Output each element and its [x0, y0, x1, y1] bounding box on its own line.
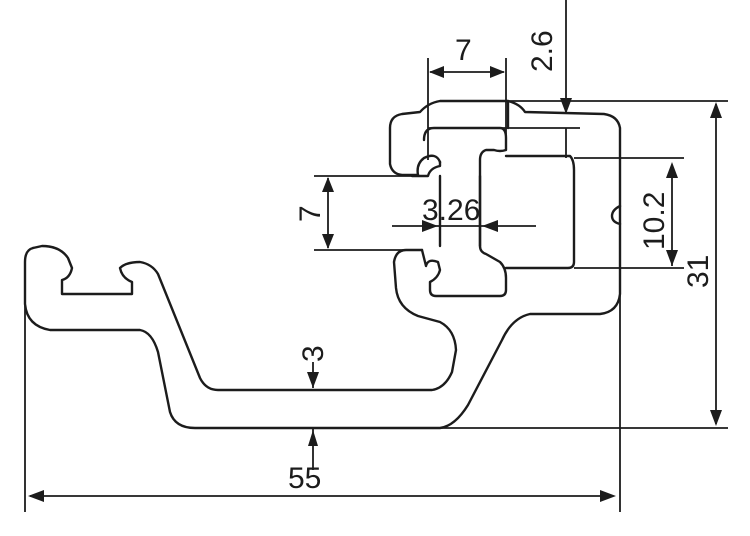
dim-slot-neck-width: 3.26 [392, 194, 536, 232]
tslot-right-wall [504, 154, 576, 270]
dim-slot-width-top: 7 [427, 34, 507, 160]
dim-overall-height: 31 [440, 100, 728, 429]
tslot-left-flange [410, 160, 442, 178]
dim-slot-depth: 10.2 [574, 157, 684, 269]
dim-slot-opening-height: 7 [294, 175, 420, 251]
dim-lip-thickness: 2.6 [428, 0, 580, 158]
dim-wall-thickness: 3 [297, 345, 330, 388]
tslot-inner-stem [438, 174, 482, 248]
left-hook-channel [31, 244, 458, 392]
dim-label-2-6: 2.6 [526, 30, 559, 72]
dim-label-10-2: 10.2 [638, 192, 671, 250]
dim-label-3-26: 3.26 [422, 194, 480, 227]
profile-outer-contour [23, 99, 622, 430]
dim-label-7-top: 7 [455, 34, 472, 67]
dim-overall-width: 55 [24, 294, 621, 512]
profile-outline [23, 99, 622, 430]
dim-label-3: 3 [297, 345, 330, 362]
dim-label-31: 31 [682, 255, 715, 288]
dim-label-7-left: 7 [294, 205, 327, 222]
dim-label-55: 55 [288, 462, 321, 495]
right-notch [610, 204, 622, 226]
